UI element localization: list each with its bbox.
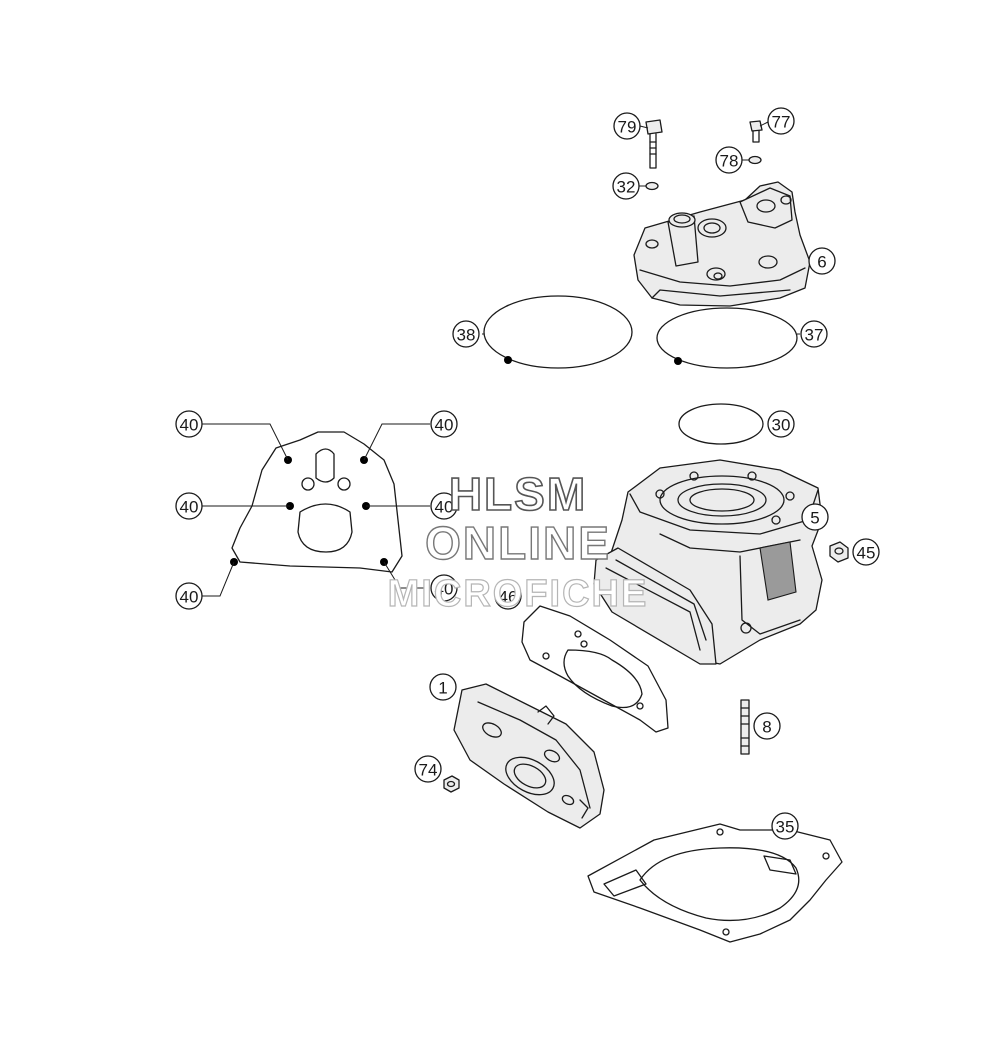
svg-text:78: 78 <box>720 152 739 171</box>
svg-text:32: 32 <box>617 178 636 197</box>
callout-5: 5 <box>801 503 829 531</box>
bolt-79 <box>645 119 663 169</box>
svg-text:38: 38 <box>457 326 476 345</box>
watermark: HLSM ONLINE MICROFICHE <box>387 467 649 615</box>
svg-text:46: 46 <box>499 588 518 607</box>
callout-6: 6 <box>808 247 836 275</box>
cylinder-5 <box>593 459 823 665</box>
svg-text:40: 40 <box>180 416 199 435</box>
callout-74: 74 <box>414 755 442 783</box>
callout-30: 30 <box>767 410 795 438</box>
svg-text:40: 40 <box>180 588 199 607</box>
callout-78: 78 <box>715 146 743 174</box>
svg-text:77: 77 <box>772 113 791 132</box>
exhaust-gasket <box>230 431 403 573</box>
svg-text:37: 37 <box>805 326 824 345</box>
svg-text:74: 74 <box>419 761 438 780</box>
watermark-line-3: MICROFICHE <box>388 573 649 615</box>
callout-79: 79 <box>613 112 641 140</box>
callout-37: 37 <box>800 320 828 348</box>
leader-lines <box>202 121 800 597</box>
watermark-line-2: ONLINE <box>425 517 611 569</box>
svg-text:6: 6 <box>817 253 826 272</box>
nut-74 <box>443 775 460 793</box>
callout-35: 35 <box>771 812 799 840</box>
svg-text:1: 1 <box>438 679 447 698</box>
o-ring-30 <box>678 403 764 445</box>
callout-8: 8 <box>753 712 781 740</box>
callout-1: 1 <box>429 673 457 701</box>
svg-text:79: 79 <box>618 118 637 137</box>
base-gasket-35 <box>587 823 843 943</box>
cylinder-head-6 <box>633 181 811 307</box>
svg-text:30: 30 <box>772 416 791 435</box>
svg-text:40: 40 <box>180 498 199 517</box>
svg-text:35: 35 <box>776 818 795 837</box>
svg-text:40: 40 <box>435 580 454 599</box>
callout-40-mid-left: 40 <box>175 492 203 520</box>
callout-40-bottom-right: 40 <box>430 574 458 602</box>
washer-78 <box>748 155 762 165</box>
callout-32: 32 <box>612 172 640 200</box>
washer-32 <box>645 181 659 191</box>
watermark-line-1: HLSM <box>449 468 587 520</box>
svg-text:45: 45 <box>857 544 876 563</box>
callout-40-mid-right: 40 <box>430 492 458 520</box>
svg-text:5: 5 <box>810 509 819 528</box>
svg-text:40: 40 <box>435 498 454 517</box>
callout-38: 38 <box>452 320 480 348</box>
gasket-46 <box>521 605 669 733</box>
bolt-77 <box>749 120 763 143</box>
callout-77: 77 <box>767 107 795 135</box>
intake-flange-1 <box>453 683 605 829</box>
o-ring-38 <box>483 295 633 369</box>
callout-45: 45 <box>852 538 880 566</box>
callout-40-top-left: 40 <box>175 410 203 438</box>
nut-45 <box>829 541 849 563</box>
stud-8 <box>740 699 750 755</box>
svg-text:40: 40 <box>435 416 454 435</box>
callout-46: 46 <box>494 582 522 610</box>
callout-40-top-right: 40 <box>430 410 458 438</box>
o-ring-37 <box>656 307 798 369</box>
callout-40-bottom-left: 40 <box>175 582 203 610</box>
svg-text:8: 8 <box>762 718 771 737</box>
